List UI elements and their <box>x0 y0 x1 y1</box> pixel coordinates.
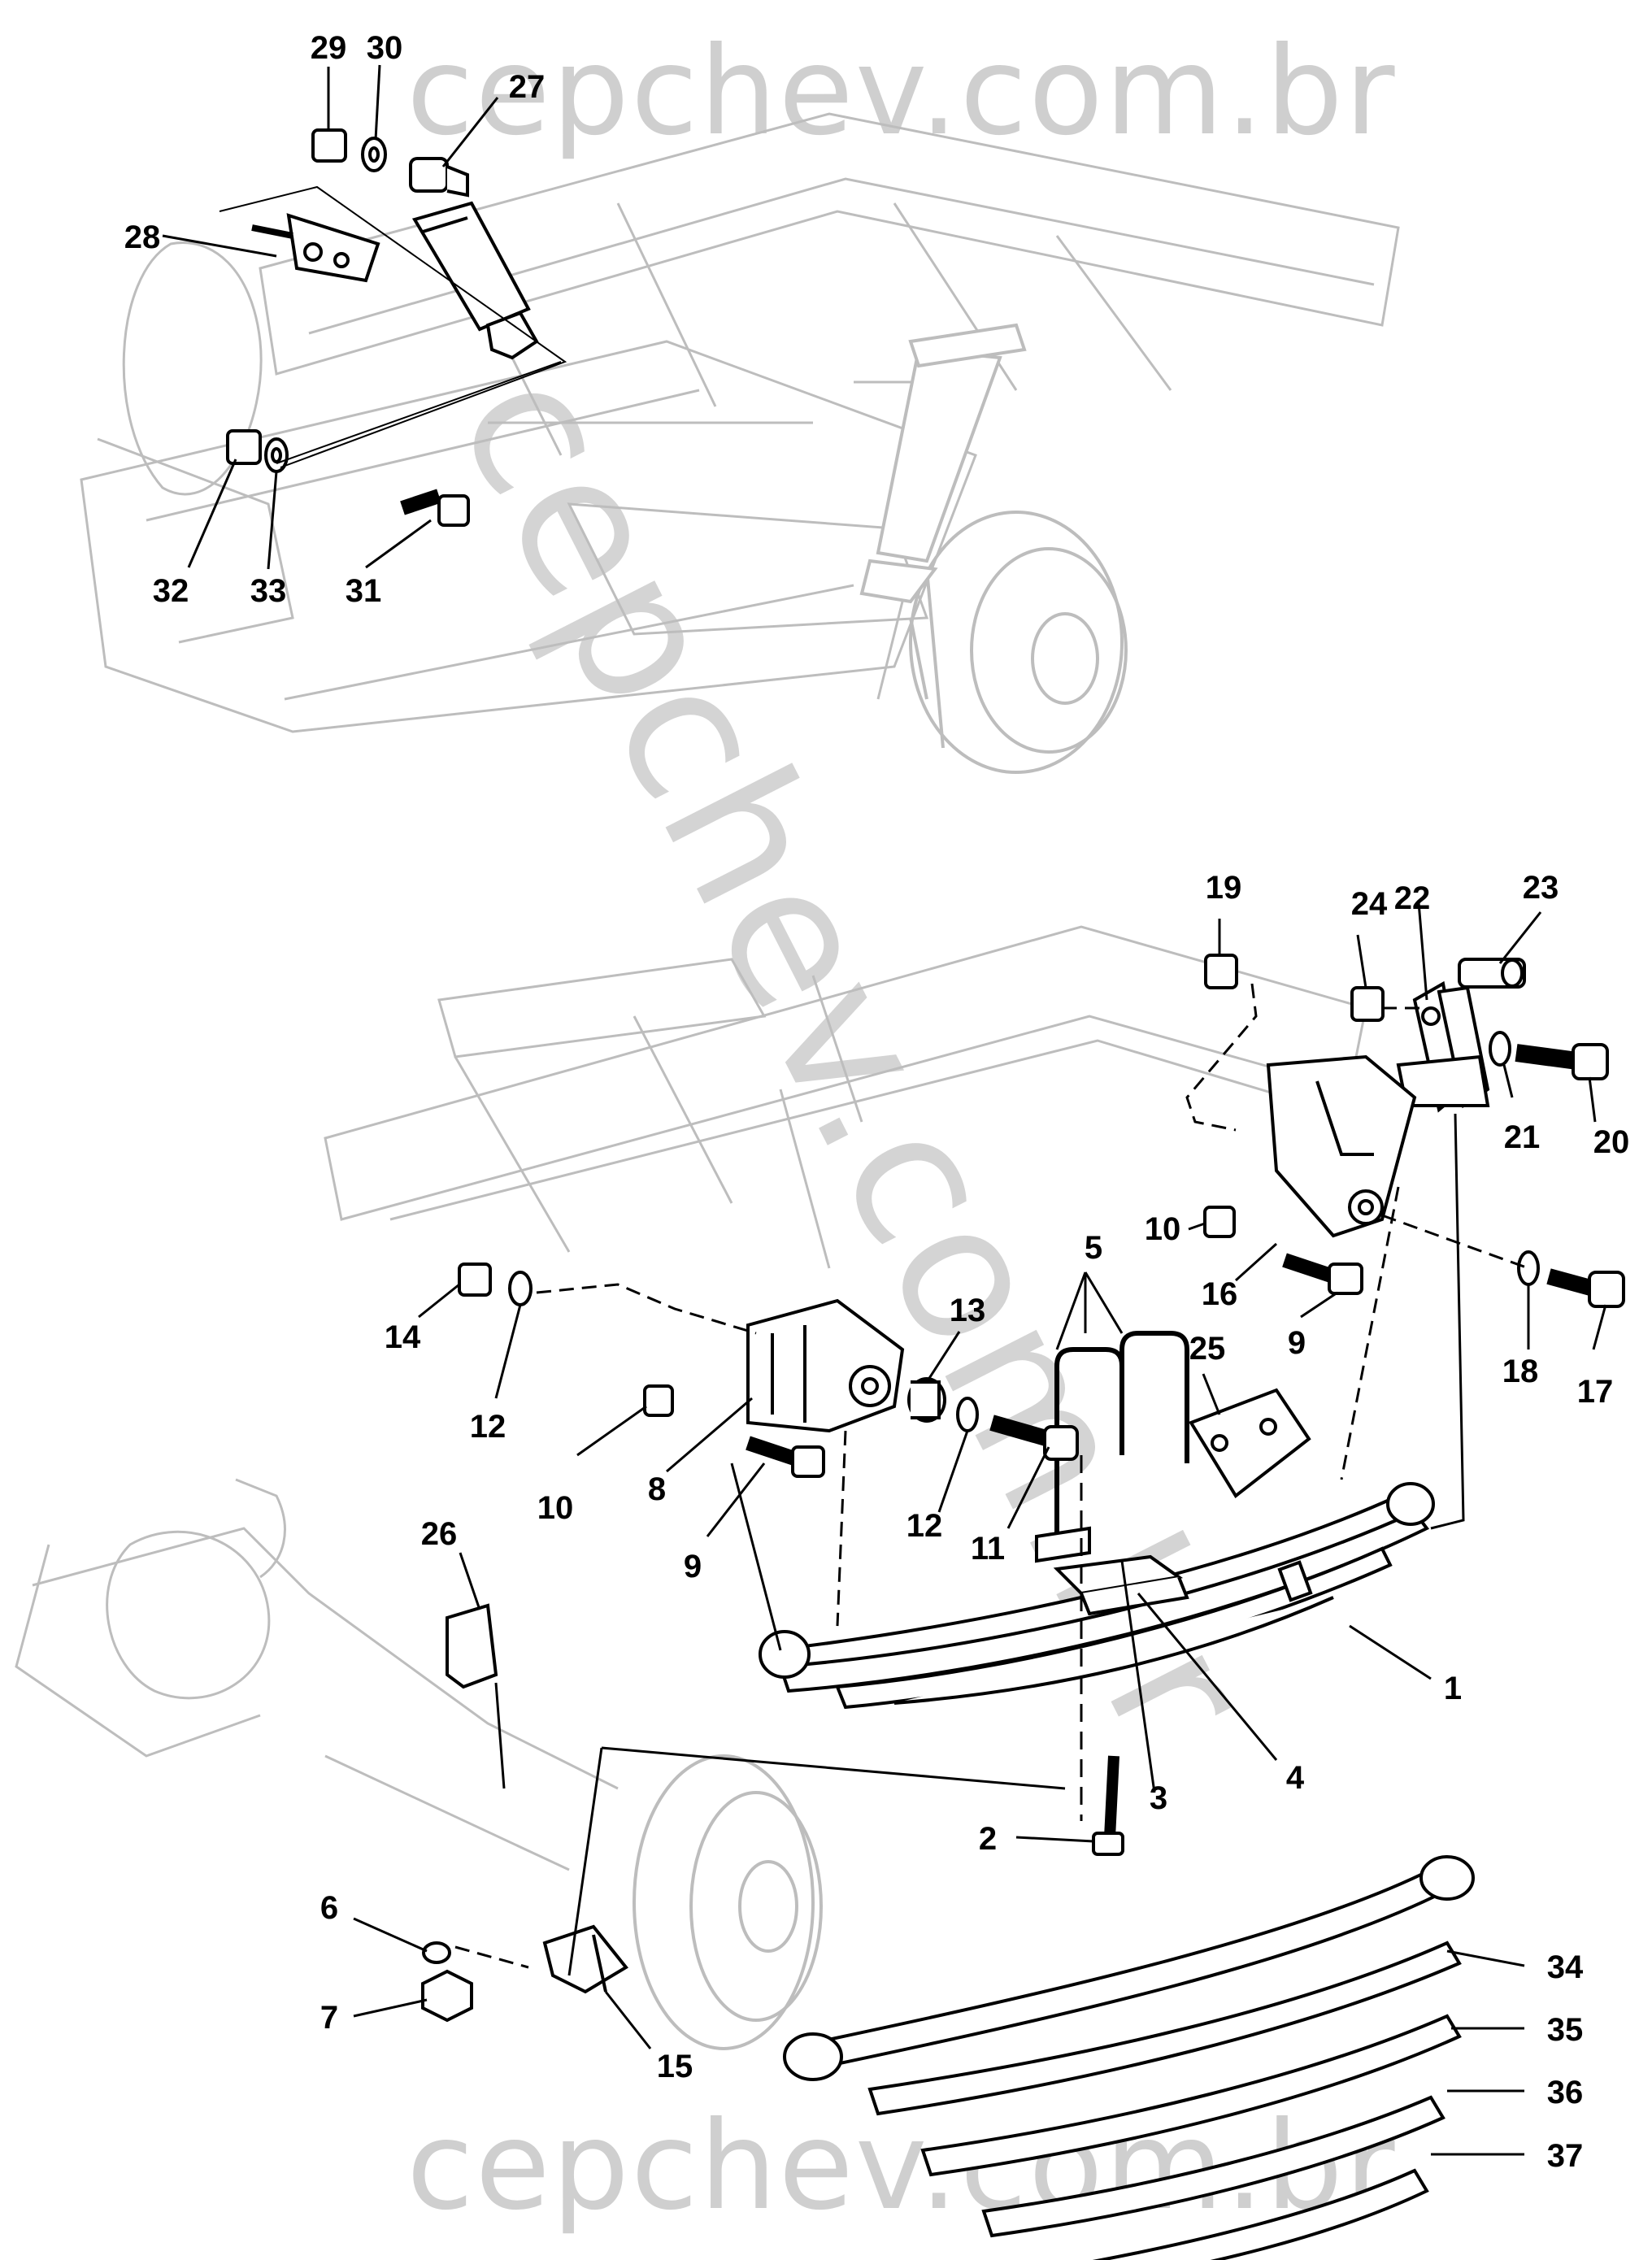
part-11-bolt <box>989 1415 1079 1461</box>
label-37: 37 <box>1547 2138 1584 2174</box>
label-13: 13 <box>950 1293 986 1328</box>
label-12-right: 12 <box>906 1508 943 1544</box>
label-25: 25 <box>1189 1331 1226 1367</box>
part-labels: 29 30 27 28 32 33 31 19 24 22 23 21 20 1… <box>124 30 1630 2174</box>
label-23: 23 <box>1523 870 1559 906</box>
label-17: 17 <box>1577 1374 1614 1410</box>
watermark-top: cepchev.com.br <box>406 21 1397 163</box>
label-24: 24 <box>1351 886 1388 922</box>
top-shock-absorber-frame <box>859 323 1027 604</box>
part-8-front-hanger <box>746 1298 905 1433</box>
label-10-upper: 10 <box>1145 1211 1181 1247</box>
assembly-guidelines <box>454 983 1529 1976</box>
part-24-nut <box>1350 986 1385 1022</box>
label-21: 21 <box>1504 1119 1541 1155</box>
label-4: 4 <box>1286 1760 1305 1796</box>
leaf-spring-exploded-leaves <box>783 1855 1475 2260</box>
part-18-washer <box>1517 1250 1540 1286</box>
label-30: 30 <box>367 30 403 66</box>
part-13-bushing <box>907 1377 946 1423</box>
label-28: 28 <box>124 219 161 255</box>
part-3-cap <box>1035 1526 1091 1563</box>
label-10-lower: 10 <box>537 1490 574 1526</box>
label-33: 33 <box>250 573 287 609</box>
label-19: 19 <box>1206 870 1242 906</box>
label-29: 29 <box>311 30 347 66</box>
part-17-bolt <box>1546 1268 1625 1308</box>
label-7: 7 <box>320 2000 338 2036</box>
label-15: 15 <box>657 2049 693 2084</box>
part-2-center-bolt <box>1092 1755 1124 1856</box>
label-6: 6 <box>320 1890 338 1926</box>
part-5-u-bolts <box>1054 1331 1189 1545</box>
part-12-washer-left <box>508 1271 533 1306</box>
label-5: 5 <box>1085 1230 1102 1266</box>
bottom-axle-differential <box>15 1478 619 1871</box>
part-9-bolt-upper <box>1282 1253 1363 1295</box>
top-part-31-bolt <box>400 489 470 527</box>
label-20: 20 <box>1593 1124 1630 1160</box>
label-32: 32 <box>153 573 189 609</box>
label-1: 1 <box>1444 1671 1462 1706</box>
part-6-lock-washer <box>422 1941 451 1964</box>
part-7-nut <box>421 1969 473 2023</box>
part-9-bolt-lower <box>746 1436 825 1478</box>
part-26-bumper <box>446 1603 498 1689</box>
top-vehicle-frame-illustration <box>80 112 1400 733</box>
label-36: 36 <box>1547 2075 1584 2110</box>
label-22: 22 <box>1394 880 1431 916</box>
part-16-rear-hanger <box>1266 1054 1417 1238</box>
label-27: 27 <box>509 69 546 105</box>
top-brake-drum <box>909 511 1128 774</box>
label-9-upper: 9 <box>1288 1325 1306 1361</box>
label-11: 11 <box>971 1531 1005 1567</box>
bottom-vehicle-frame-illustration <box>324 925 1367 1269</box>
part-19-nut <box>1204 954 1238 989</box>
bottom-brake-drum <box>633 1754 823 2050</box>
label-2: 2 <box>979 1821 997 1857</box>
top-part-27-shock-upper-bushing <box>409 157 469 198</box>
top-detail-frame-lines <box>219 185 567 468</box>
part-15-bracket <box>542 1924 628 1994</box>
label-26: 26 <box>421 1516 458 1552</box>
label-18: 18 <box>1502 1354 1539 1389</box>
label-16: 16 <box>1202 1276 1238 1312</box>
label-35: 35 <box>1547 2012 1584 2048</box>
top-part-shock-absorber <box>411 201 539 360</box>
leader-lines <box>162 64 1607 2156</box>
label-14: 14 <box>385 1319 421 1355</box>
label-34: 34 <box>1547 1949 1584 1985</box>
label-31: 31 <box>346 573 382 609</box>
part-25-plate <box>1189 1388 1311 1498</box>
top-part-30-washer <box>361 137 387 172</box>
part-10-nut-lower <box>643 1384 674 1417</box>
part-23-bolt <box>1458 958 1526 989</box>
part-4-spacer <box>1053 1554 1189 1616</box>
label-3: 3 <box>1150 1780 1167 1816</box>
part-21-washer <box>1489 1031 1511 1067</box>
part-1-leaf-spring <box>759 1482 1435 1710</box>
label-12-left: 12 <box>470 1409 506 1445</box>
label-8: 8 <box>648 1471 666 1507</box>
part-22-shackle <box>1396 980 1490 1113</box>
part-20-bolt <box>1515 1043 1609 1080</box>
top-part-32-nut <box>226 429 262 465</box>
top-part-28-bracket <box>251 213 380 283</box>
top-part-29-nut <box>311 128 347 163</box>
part-10-nut-upper <box>1203 1206 1236 1238</box>
label-9-lower: 9 <box>684 1549 702 1584</box>
part-12-washer-right <box>956 1397 979 1432</box>
part-14-nut <box>458 1263 492 1297</box>
